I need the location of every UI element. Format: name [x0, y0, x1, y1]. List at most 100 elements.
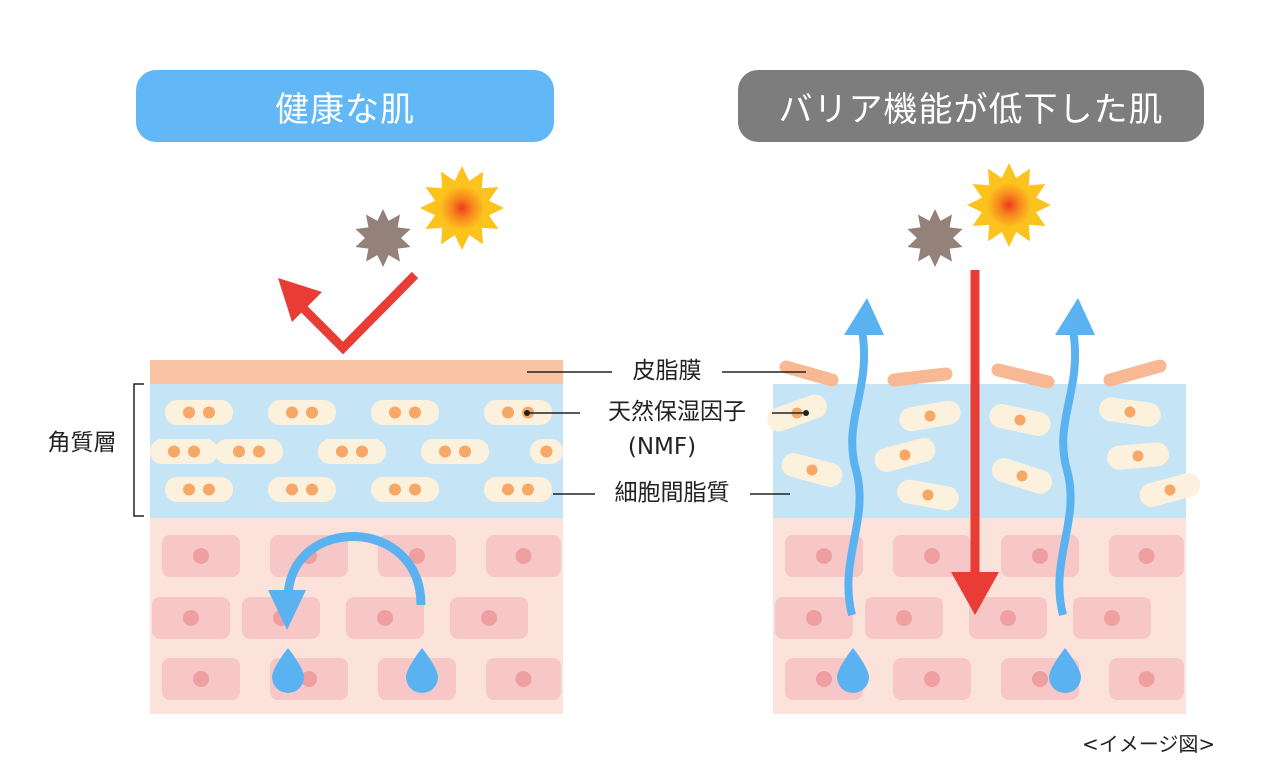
nmf-dot [1016, 470, 1028, 482]
cell-nucleus [1138, 548, 1155, 564]
healthy-sebum-membrane [150, 360, 563, 384]
nmf-dot [522, 483, 534, 496]
cell-nucleus [183, 610, 199, 626]
sun-icon [420, 166, 504, 250]
nmf-dot [1164, 484, 1176, 496]
image-caption: <イメージ図> [1082, 732, 1216, 756]
corneocyte [897, 479, 959, 511]
nmf-dot [286, 406, 298, 419]
nmf-dot [409, 406, 421, 419]
nmf-dot [253, 445, 265, 458]
damaged-skin-title: バリア機能が低下した肌 [738, 70, 1204, 142]
dust-particle-icon [355, 209, 411, 267]
reflected-uv-arrow [278, 271, 419, 355]
nmf-dot [306, 406, 318, 419]
healthy-corneocytes [150, 400, 563, 502]
nmf-dot [502, 406, 514, 419]
nmf-dot [286, 483, 298, 496]
sebum-label: 皮脂膜 [632, 358, 702, 384]
cell-nucleus [193, 671, 209, 687]
cell-nucleus [515, 671, 532, 687]
corneocyte [268, 477, 336, 502]
nmf-abbrev-label: (NMF) [627, 434, 697, 460]
corneocyte [484, 400, 552, 425]
broken-sebum-membrane [779, 359, 1167, 389]
nmf-label: 天然保湿因子 [608, 399, 746, 425]
cell-nucleus [924, 548, 940, 564]
nmf-dot [409, 483, 421, 496]
nmf-dot [1124, 406, 1136, 418]
cell-nucleus [806, 610, 822, 626]
penetrating-uv-arrow [951, 270, 999, 615]
corneocyte [165, 400, 233, 425]
nmf-dot [183, 406, 195, 419]
nmf-dot [922, 489, 934, 501]
water-drop-icon [1049, 648, 1081, 693]
damaged-skin-panel [767, 270, 1201, 714]
cell-nucleus [1104, 610, 1120, 626]
corneocyte [1099, 397, 1161, 427]
cell-nucleus [193, 548, 209, 564]
corneocyte [991, 458, 1053, 494]
nmf-dot [183, 483, 195, 496]
cell-nucleus [301, 671, 317, 687]
cell-nucleus [1032, 548, 1048, 564]
damaged-corneocytes [767, 394, 1201, 511]
cell-nucleus [409, 548, 425, 564]
nmf-dot [899, 449, 911, 461]
corneocyte [899, 400, 961, 432]
cell-nucleus [1138, 671, 1155, 687]
cell-nucleus [1000, 610, 1016, 626]
healthy-skin-title-text: 健康な肌 [275, 89, 415, 130]
leader-lines [527, 371, 806, 495]
cell-nucleus [481, 610, 497, 626]
cell-nucleus [377, 610, 393, 626]
corneocyte [371, 477, 439, 502]
corneocyte [421, 439, 489, 464]
dust-particle-icon [907, 209, 963, 267]
nmf-dot [203, 483, 215, 496]
corneocyte [781, 453, 843, 487]
damaged-skin-title-text: バリア機能が低下した肌 [778, 89, 1164, 130]
cell-nucleus [816, 671, 832, 687]
moisture-evaporation-arrow-left [844, 298, 884, 616]
corneocyte [989, 404, 1051, 436]
nmf-dot [389, 483, 401, 496]
corneocyte [318, 439, 386, 464]
cell-nucleus [816, 548, 832, 564]
corneocyte [215, 439, 283, 464]
nmf-dot [389, 406, 401, 419]
corneocyte [165, 477, 233, 502]
nmf-dot [203, 406, 215, 419]
corneocyte [268, 400, 336, 425]
nmf-dot [540, 445, 553, 458]
moisture-evaporation-arrow-right [1055, 298, 1095, 616]
nmf-dot [336, 445, 348, 458]
nmf-dot [439, 445, 451, 458]
water-drop-icon [272, 648, 304, 693]
nmf-dot [806, 464, 818, 476]
water-drop-icon [837, 648, 869, 693]
nmf-dot [924, 410, 936, 422]
nmf-dot [188, 445, 200, 458]
cell-nucleus [515, 548, 532, 564]
corneocyte [874, 438, 936, 472]
corneocyte [150, 439, 218, 464]
nmf-dot [1132, 450, 1144, 462]
corneocyte [1107, 442, 1169, 470]
nmf-dot [356, 445, 368, 458]
nmf-dot [502, 483, 514, 496]
water-drop-icon [406, 648, 438, 693]
sun-icon [967, 163, 1051, 247]
healthy-skin-panel [150, 271, 563, 714]
stratum-label: 角質層 [47, 430, 117, 456]
nmf-dot [1014, 414, 1026, 426]
stratum-bracket [133, 383, 144, 517]
nmf-dot [459, 445, 471, 458]
nmf-dot [306, 483, 318, 496]
healthy-skin-title: 健康な肌 [136, 70, 554, 142]
nmf-dot [168, 445, 180, 458]
moisture-retention-arrow [268, 532, 426, 630]
corneocyte [371, 400, 439, 425]
